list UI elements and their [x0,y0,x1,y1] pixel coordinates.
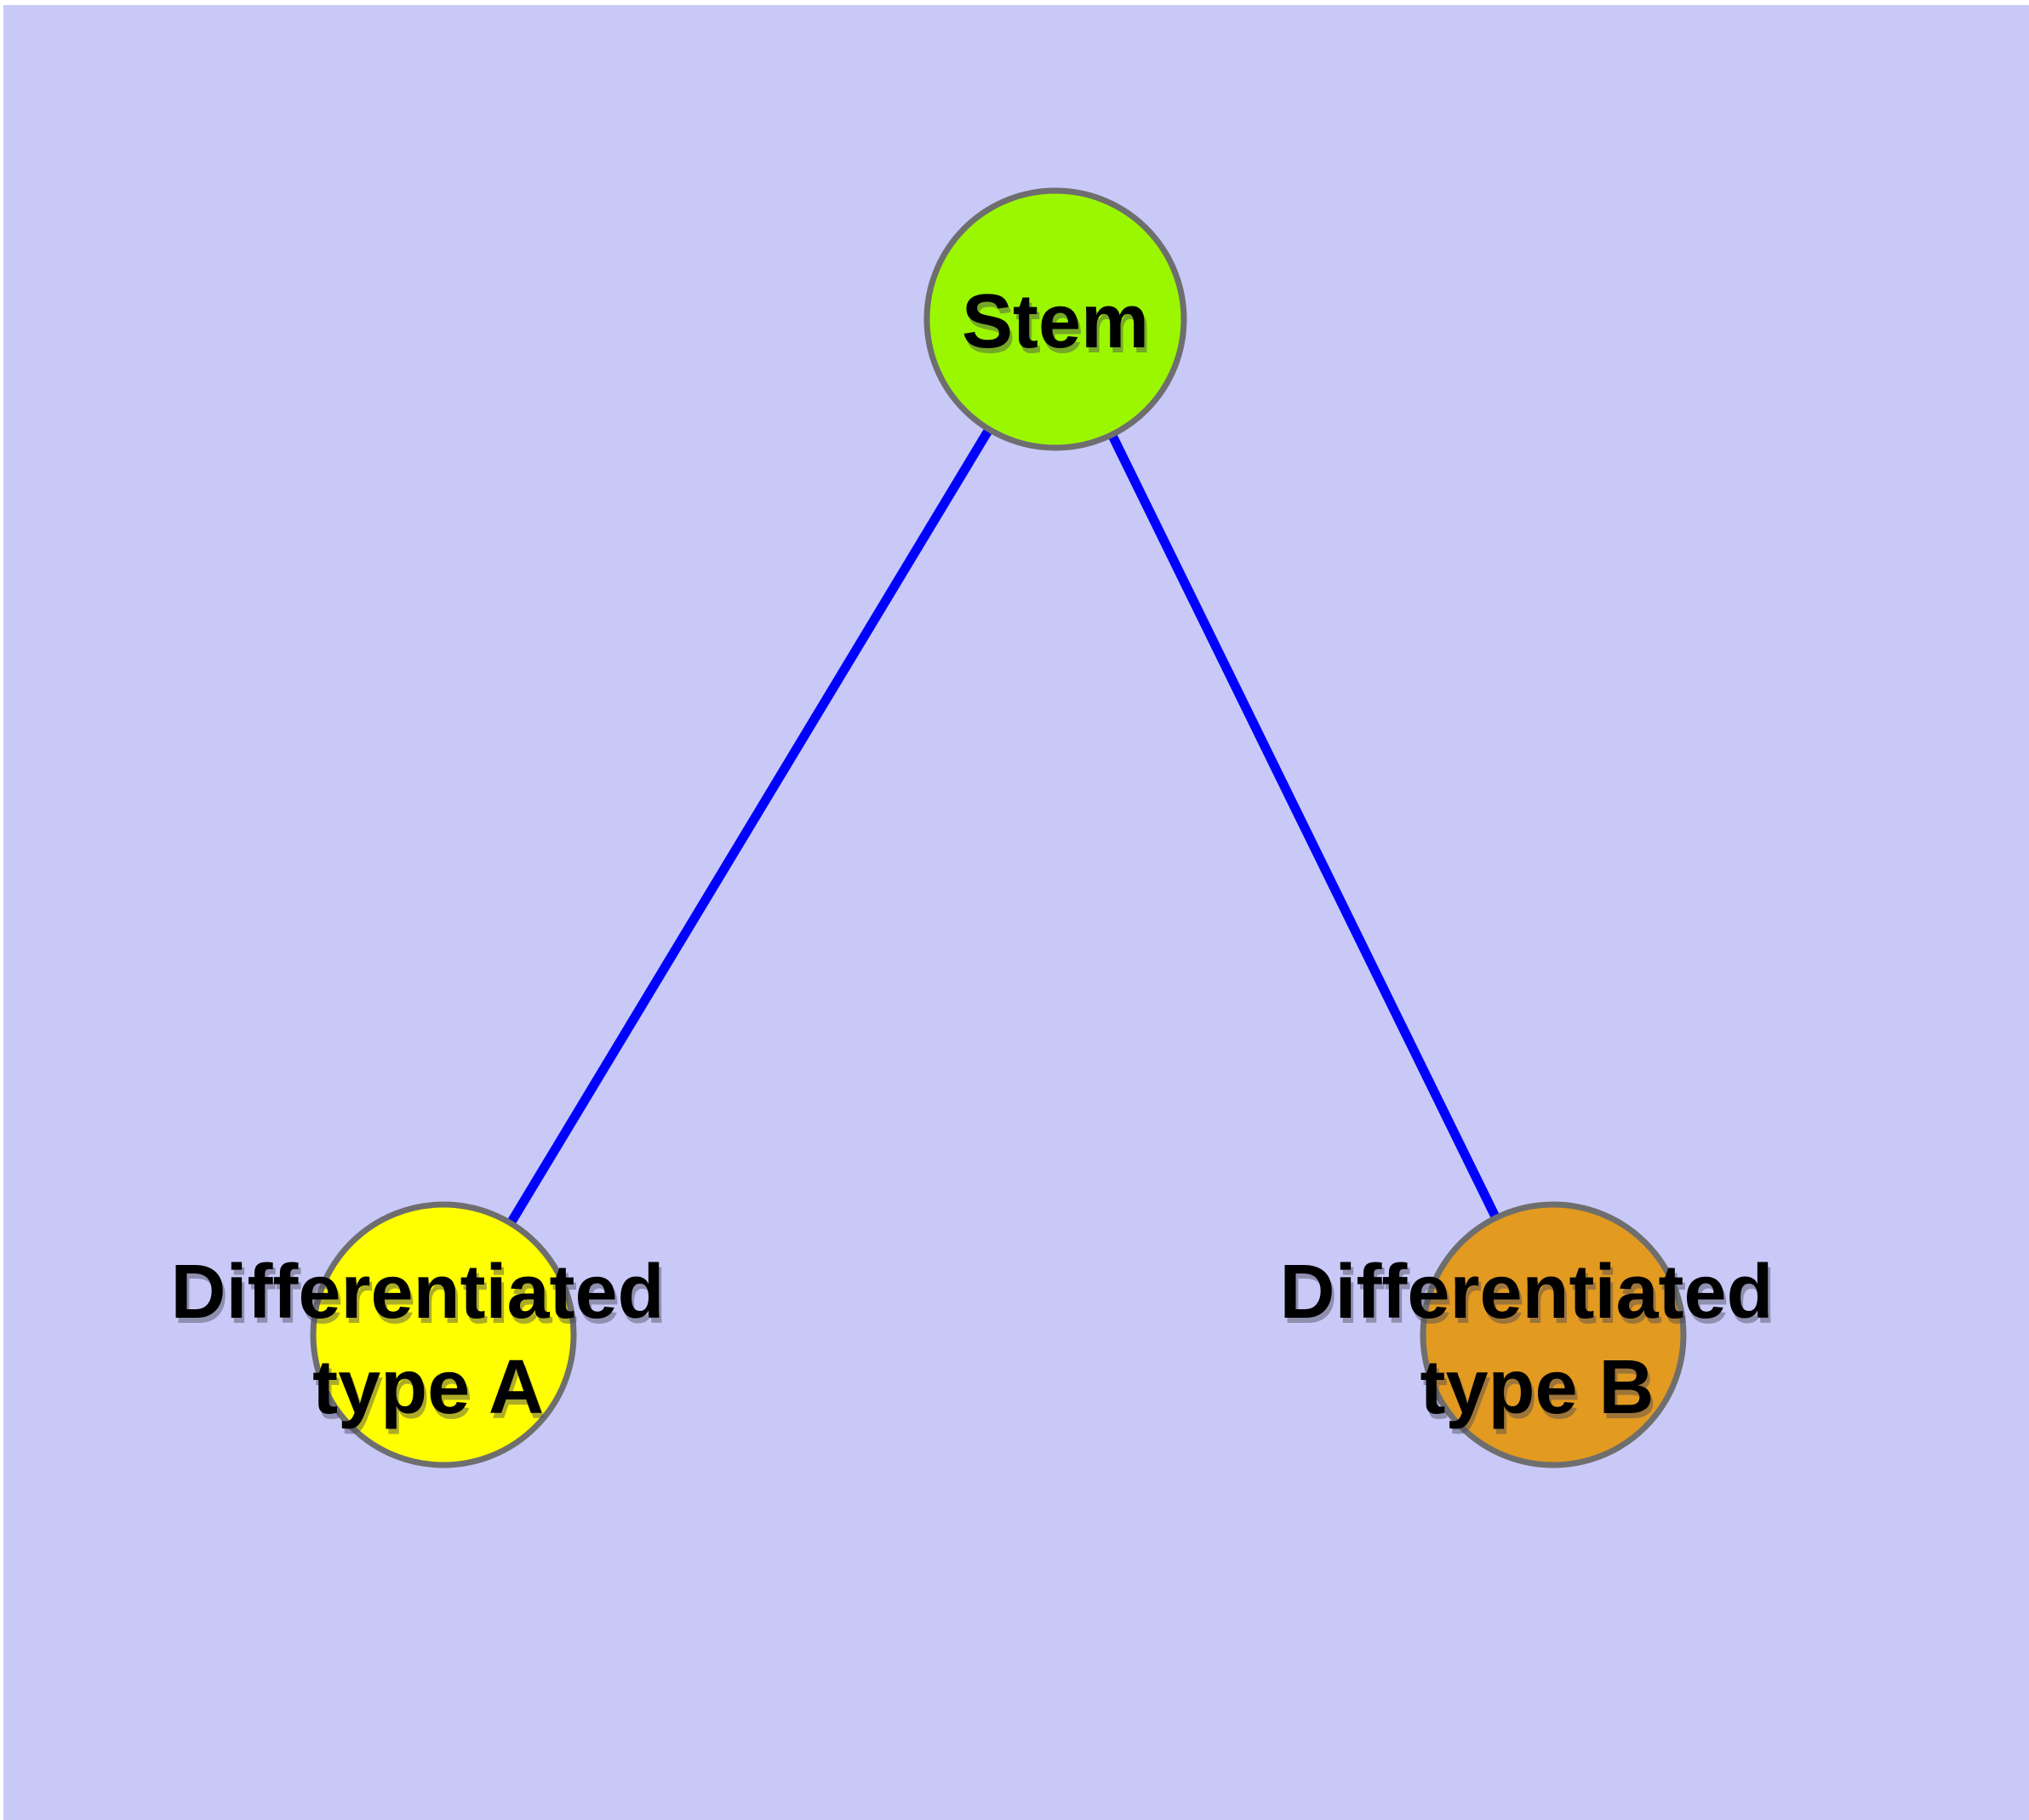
node-type-a-label-shadow-line1: Differentiated [173,1255,666,1340]
node-type-a-label-shadow-line2: type A [315,1350,546,1435]
node-stem-circle [923,187,1187,451]
edge-stem-to-type-a [439,317,1060,1337]
node-type-a-circle [310,1201,577,1468]
node-type-b-label: Differentiated type B [1279,1250,1794,1430]
node-type-b-label-line2: type B [1420,1345,1654,1430]
node-type-b-circle [1420,1201,1687,1468]
node-type-b-label-line1: Differentiated [1279,1250,1773,1335]
edge-stem-to-type-b [1051,317,1557,1337]
node-type-b-label-shadow-line2: type B [1422,1350,1656,1435]
node-type-b-label-shadow: Differentiated type B [1282,1255,1797,1435]
node-stem-label-shadow: Stem [964,284,1152,369]
node-stem-label: Stem [962,279,1149,364]
node-type-b-label-shadow-line1: Differentiated [1282,1255,1775,1340]
node-type-a-label: Differentiated type A [170,1250,685,1430]
node-type-a-label-line1: Differentiated [170,1250,664,1335]
node-type-a-label-line2: type A [312,1345,544,1430]
node-type-a-label-shadow: Differentiated type A [173,1255,688,1435]
